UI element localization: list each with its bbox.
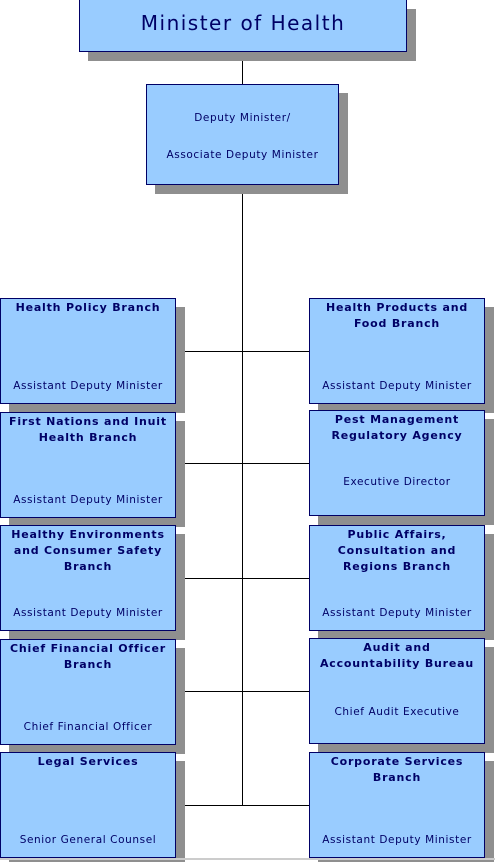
branch-box-health-policy: Health Policy Branch Assistant Deputy Mi… bbox=[0, 298, 176, 404]
minister-of-health-box: Minister of Health bbox=[79, 0, 407, 52]
branch-box-legal-services: Legal Services Senior General Counsel bbox=[0, 752, 176, 858]
deputy-minister-box: Deputy Minister/ Associate Deputy Minist… bbox=[146, 84, 339, 185]
connector-row-4 bbox=[175, 691, 309, 692]
branch-head: Assistant Deputy Minister bbox=[13, 380, 163, 392]
branch-title: Public Affairs, Consultation and Regions… bbox=[337, 528, 457, 573]
branch-box-healthy-environments: Healthy Environments and Consumer Safety… bbox=[0, 525, 176, 631]
branch-head: Chief Financial Officer bbox=[23, 721, 153, 733]
branch-title: Legal Services bbox=[37, 755, 139, 768]
branch-title: Healthy Environments and Consumer Safety… bbox=[11, 528, 165, 573]
branch-title: First Nations and Inuit Health Branch bbox=[9, 415, 167, 444]
branch-title: Chief Financial Officer Branch bbox=[10, 642, 166, 671]
branch-title: Pest Management Regulatory Agency bbox=[331, 413, 463, 442]
branch-box-pest-management: Pest Management Regulatory Agency Execut… bbox=[309, 410, 485, 516]
branch-head: Assistant Deputy Minister bbox=[322, 380, 472, 392]
connector-minister-deputy bbox=[242, 52, 243, 84]
branch-title: Health Policy Branch bbox=[15, 301, 161, 314]
connector-row-5 bbox=[175, 805, 309, 806]
branch-box-health-products-food: Health Products and Food Branch Assistan… bbox=[309, 298, 485, 404]
branch-title: Health Products and Food Branch bbox=[325, 301, 468, 330]
connector-row-3 bbox=[175, 578, 309, 579]
branch-head: Executive Director bbox=[343, 476, 451, 488]
branch-box-corporate-services: Corporate Services Branch Assistant Depu… bbox=[309, 752, 485, 858]
branch-head: Assistant Deputy Minister bbox=[322, 607, 472, 619]
branch-box-public-affairs: Public Affairs, Consultation and Regions… bbox=[309, 525, 485, 631]
branch-head: Senior General Counsel bbox=[19, 834, 157, 846]
bottom-divider bbox=[0, 858, 495, 860]
branch-head: Assistant Deputy Minister bbox=[13, 607, 163, 619]
branch-title: Corporate Services Branch bbox=[330, 755, 464, 784]
branch-head: Chief Audit Executive bbox=[334, 706, 460, 718]
branch-title: Audit and Accountability Bureau bbox=[319, 641, 475, 670]
branch-head: Assistant Deputy Minister bbox=[322, 834, 472, 846]
branch-head: Assistant Deputy Minister bbox=[13, 494, 163, 506]
connector-main-trunk bbox=[242, 184, 243, 805]
connector-row-1 bbox=[175, 351, 309, 352]
branch-box-chief-financial-officer: Chief Financial Officer Branch Chief Fin… bbox=[0, 639, 176, 745]
deputy-line-2: Associate Deputy Minister bbox=[166, 149, 319, 161]
branch-box-audit-accountability: Audit and Accountability Bureau Chief Au… bbox=[309, 638, 485, 744]
minister-title: Minister of Health bbox=[140, 11, 346, 35]
connector-row-2 bbox=[175, 463, 309, 464]
deputy-line-1: Deputy Minister/ bbox=[194, 112, 291, 124]
branch-box-first-nations-inuit: First Nations and Inuit Health Branch As… bbox=[0, 412, 176, 518]
